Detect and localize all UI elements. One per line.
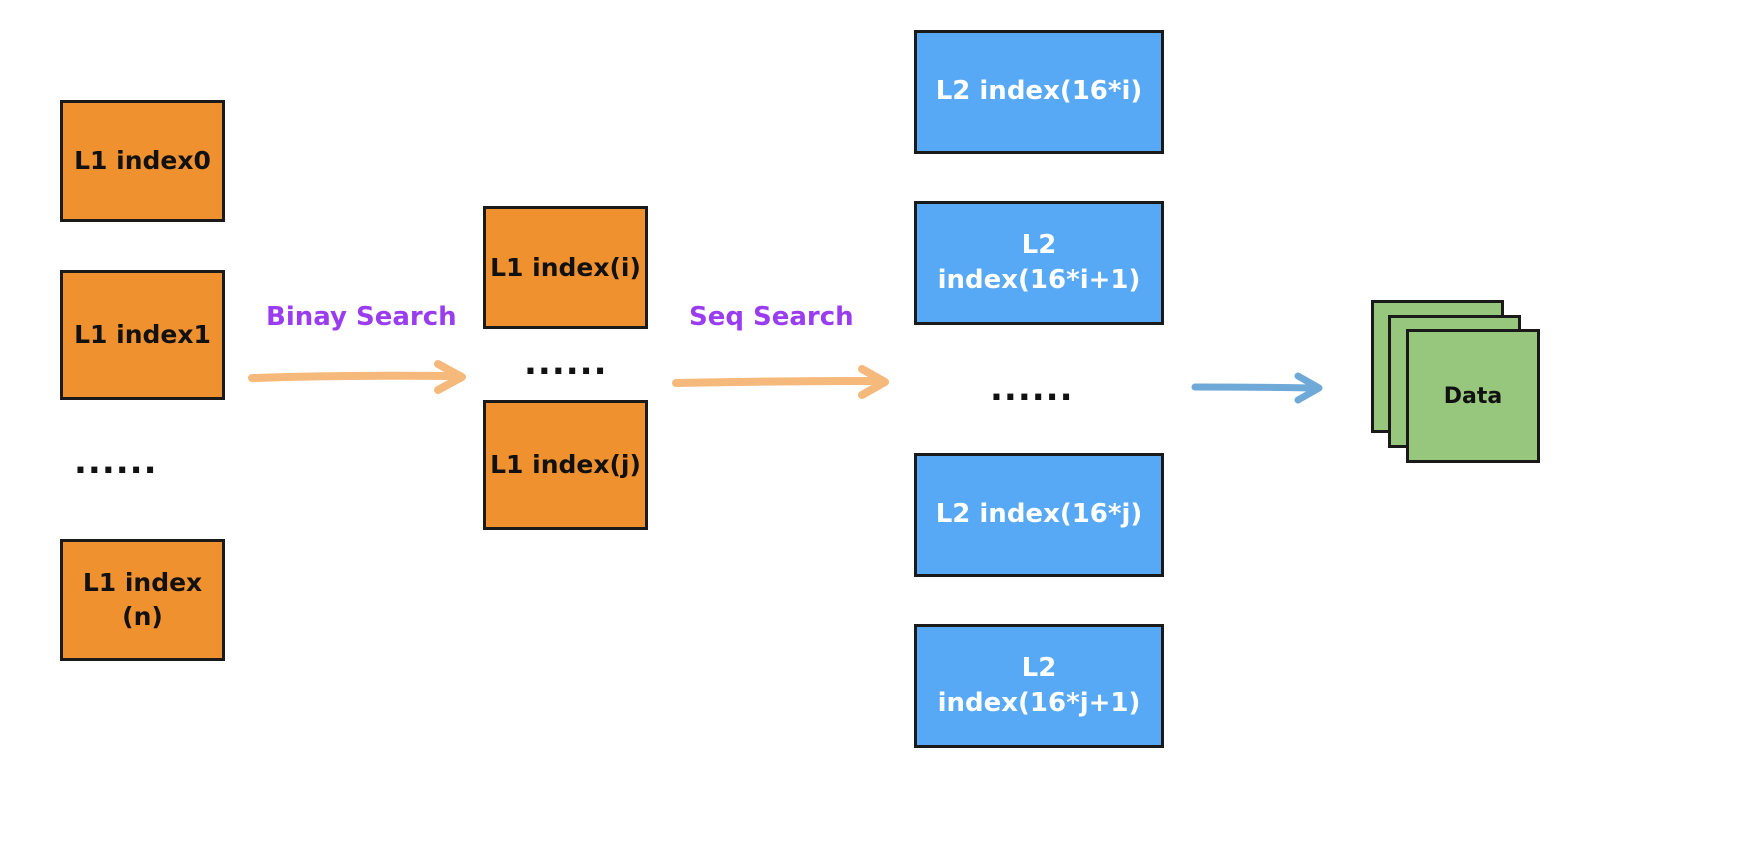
l2-index-16j-box: L2 index(16*j) [914, 453, 1164, 577]
seq-search-label: Seq Search [689, 302, 854, 332]
l1-index-j-box: L1 index(j) [483, 400, 648, 530]
seq-search-arrow [672, 365, 889, 399]
l2-index-16j-plus1-box: L2 index(16*j+1) [914, 624, 1164, 748]
l1-index0-box: L1 index0 [60, 100, 225, 222]
l1-index1-box: L1 index1 [60, 270, 225, 400]
l1-selected-ellipsis: ...... [524, 343, 608, 383]
binary-search-label: Binay Search [266, 302, 457, 332]
l2-index-16i-box: L2 index(16*i) [914, 30, 1164, 154]
to-data-arrow [1191, 372, 1323, 404]
binary-search-arrow [248, 360, 466, 394]
data-card-front: Data [1406, 329, 1540, 463]
l1-index-n-box: L1 index (n) [60, 539, 225, 661]
l1-column-ellipsis: ...... [74, 442, 158, 482]
l2-index-16i-plus1-box: L2 index(16*i+1) [914, 201, 1164, 325]
l2-column-ellipsis: ...... [990, 369, 1074, 409]
l1-index-i-box: L1 index(i) [483, 206, 648, 329]
